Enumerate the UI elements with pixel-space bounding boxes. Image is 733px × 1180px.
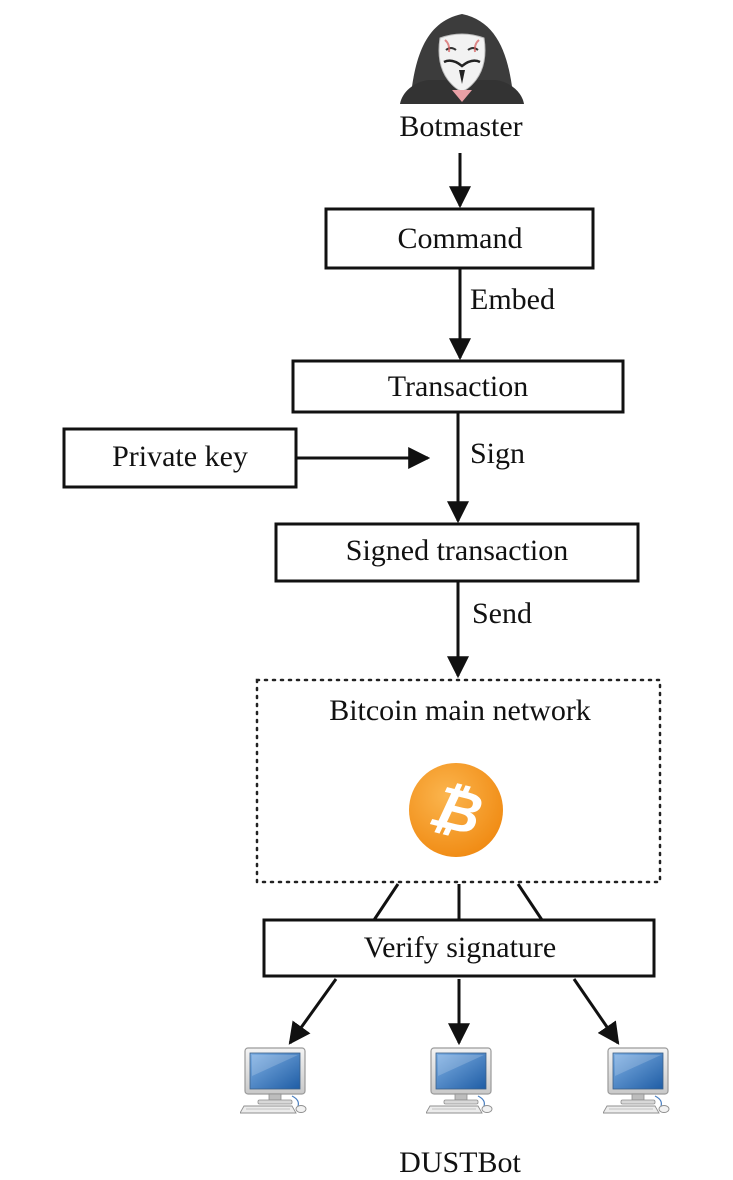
dustbot-label: DUSTBot bbox=[399, 1146, 521, 1179]
verify-signature-label: Verify signature bbox=[364, 931, 556, 964]
sign-edge-label: Sign bbox=[470, 437, 525, 470]
hooded-hacker-icon bbox=[400, 14, 524, 104]
signed-transaction-label: Signed transaction bbox=[346, 534, 568, 567]
command-label: Command bbox=[398, 222, 523, 255]
signed-transaction-node: Signed transaction bbox=[274, 522, 640, 583]
bitcoin-network-node: Bitcoin main network ₿ bbox=[255, 678, 662, 884]
arrow-verify-to-bot-left bbox=[288, 978, 338, 1045]
transaction-label: Transaction bbox=[388, 370, 529, 403]
command-node: Command bbox=[324, 207, 595, 270]
bitcoin-network-label: Bitcoin main network bbox=[329, 694, 591, 727]
bitcoin-logo-icon: ₿ bbox=[409, 763, 503, 857]
embed-edge-label: Embed bbox=[470, 283, 555, 316]
transaction-node: Transaction bbox=[291, 359, 625, 414]
private-key-node: Private key bbox=[62, 427, 298, 489]
send-edge-label: Send bbox=[472, 597, 532, 630]
network-to-verify-connectors bbox=[372, 883, 544, 921]
bot-computer-icon-left bbox=[240, 1047, 307, 1114]
bot-computer-icon-right bbox=[603, 1047, 670, 1114]
verify-signature-node: Verify signature bbox=[262, 918, 656, 978]
arrow-verify-to-bot-right bbox=[572, 978, 620, 1045]
botmaster-label: Botmaster bbox=[399, 110, 522, 143]
private-key-label: Private key bbox=[112, 440, 248, 473]
bot-computer-icon-center bbox=[426, 1047, 493, 1114]
